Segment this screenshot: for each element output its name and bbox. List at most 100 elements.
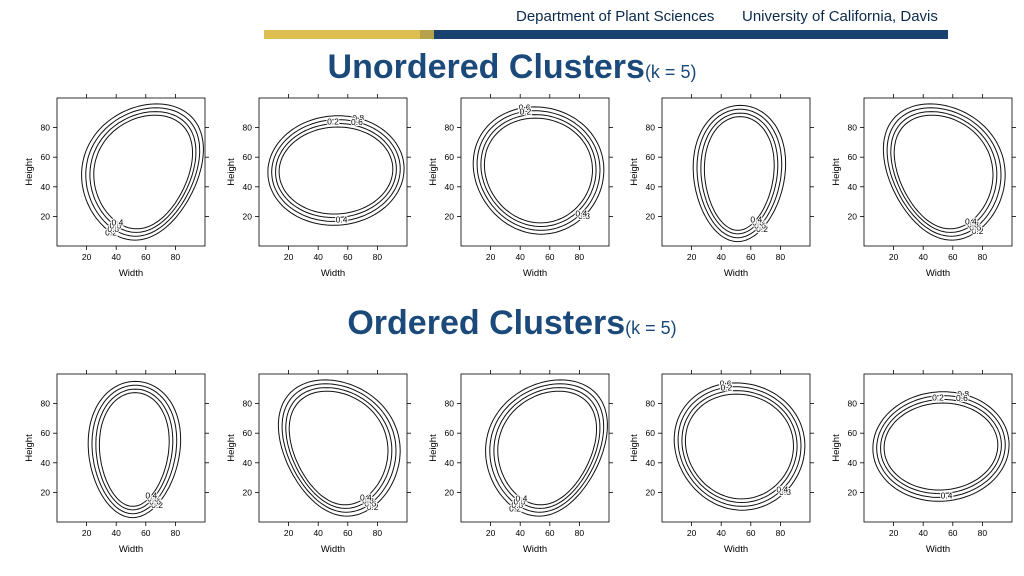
contour-line: [278, 126, 394, 215]
contour-line: [95, 388, 174, 511]
y-tick-label: 80: [41, 123, 51, 133]
x-tick-label: 20: [284, 252, 294, 262]
plot-frame: [863, 373, 1013, 523]
x-tick-label: 60: [141, 252, 151, 262]
contour-level-label: 0.6: [149, 497, 161, 507]
contour-line: [271, 119, 401, 222]
x-tick-label: 80: [171, 528, 181, 538]
y-tick-label: 80: [848, 123, 858, 133]
y-tick-label: 20: [445, 211, 455, 221]
contour-level-label: 0.2: [105, 227, 117, 237]
x-tick-label: 20: [82, 528, 92, 538]
x-tick-label: 60: [545, 528, 555, 538]
contour-line: [893, 114, 994, 230]
y-tick-label: 80: [445, 123, 455, 133]
contour-line: [267, 115, 405, 226]
plot-frame: [258, 373, 408, 523]
contour-level-label: 0.8: [107, 224, 119, 234]
header-department: Department of Plant Sciences: [516, 8, 715, 25]
contour-line: [677, 386, 802, 507]
y-tick-label: 20: [41, 487, 51, 497]
y-tick-label: 60: [848, 152, 858, 162]
contour-level-label: 0.4: [750, 215, 762, 225]
y-axis-label: Height: [226, 158, 237, 186]
x-tick-label: 60: [343, 252, 353, 262]
header-navy-bar: [434, 30, 948, 39]
x-tick-label: 40: [716, 252, 726, 262]
y-tick-label: 20: [848, 487, 858, 497]
plot-frame: [661, 373, 811, 523]
contour-level-label: 0.2: [327, 117, 339, 127]
y-axis-label: Height: [831, 434, 842, 462]
contour-level-label: 0.2: [367, 502, 379, 512]
x-tick-label: 60: [746, 252, 756, 262]
x-tick-label: 20: [687, 252, 697, 262]
contour-line: [85, 107, 201, 237]
y-axis-label: Height: [428, 434, 439, 462]
x-tick-label: 40: [515, 528, 525, 538]
contour-line: [476, 110, 601, 231]
contour-line: [880, 399, 1002, 495]
y-tick-label: 80: [646, 123, 656, 133]
section-title-subscript: (k = 5): [625, 318, 677, 338]
contour-line: [275, 123, 397, 219]
x-axis-label: Width: [926, 268, 950, 279]
contour-level-label: 0.2: [932, 393, 944, 403]
contour-level-label: 0.4: [965, 216, 977, 226]
contour-level-label: 0.2: [720, 382, 732, 392]
contour-level-label: 0.6: [754, 221, 766, 231]
contour-level-label: 0.6: [514, 497, 526, 507]
contour-line: [703, 116, 775, 231]
x-tick-label: 20: [486, 528, 496, 538]
x-tick-label: 40: [515, 252, 525, 262]
contour-line: [483, 117, 594, 224]
contour-line: [281, 383, 397, 513]
x-tick-label: 40: [111, 528, 121, 538]
x-axis-label: Width: [523, 544, 547, 555]
x-tick-label: 20: [82, 252, 92, 262]
contour-level-label: 0.6: [956, 393, 968, 403]
x-axis-label: Width: [523, 268, 547, 279]
x-axis-label: Width: [321, 268, 345, 279]
contour-level-label: 0.6: [364, 499, 376, 509]
contour-level-label: 0.2: [151, 500, 163, 510]
y-axis-label: Height: [428, 158, 439, 186]
contour-line: [692, 104, 787, 243]
contour-level-label: 0.8: [752, 218, 764, 228]
y-tick-label: 40: [41, 458, 51, 468]
x-tick-label: 60: [141, 528, 151, 538]
y-tick-label: 20: [243, 487, 253, 497]
contour-line: [485, 379, 608, 517]
contour-line: [288, 390, 389, 506]
contour-level-label: 0.6: [969, 223, 981, 233]
contour-level-label: 0.6: [720, 379, 732, 389]
y-tick-label: 80: [243, 399, 253, 409]
plot-frame: [460, 97, 610, 247]
x-tick-label: 20: [889, 252, 899, 262]
contour-line: [673, 382, 806, 511]
contour-line: [98, 392, 170, 507]
x-tick-label: 60: [343, 528, 353, 538]
plot-frame: [661, 97, 811, 247]
contour-line: [882, 103, 1006, 241]
x-tick-label: 60: [746, 528, 756, 538]
plot-frame: [258, 97, 408, 247]
plot-frame: [460, 373, 610, 523]
contour-line: [700, 112, 779, 235]
plot-frame: [863, 97, 1013, 247]
x-axis-label: Width: [724, 544, 748, 555]
contour-line: [696, 108, 783, 239]
x-tick-label: 40: [313, 528, 323, 538]
x-axis-label: Width: [724, 268, 748, 279]
section-title-unordered: Unordered Clusters(k = 5): [0, 48, 1024, 87]
contour-level-label: 0.4: [776, 484, 788, 494]
contour-line: [285, 387, 393, 509]
y-tick-label: 80: [41, 399, 51, 409]
y-axis-label: Height: [629, 158, 640, 186]
contour-level-label: 0.8: [352, 113, 364, 123]
plot-frame: [56, 373, 206, 523]
y-tick-label: 20: [646, 211, 656, 221]
